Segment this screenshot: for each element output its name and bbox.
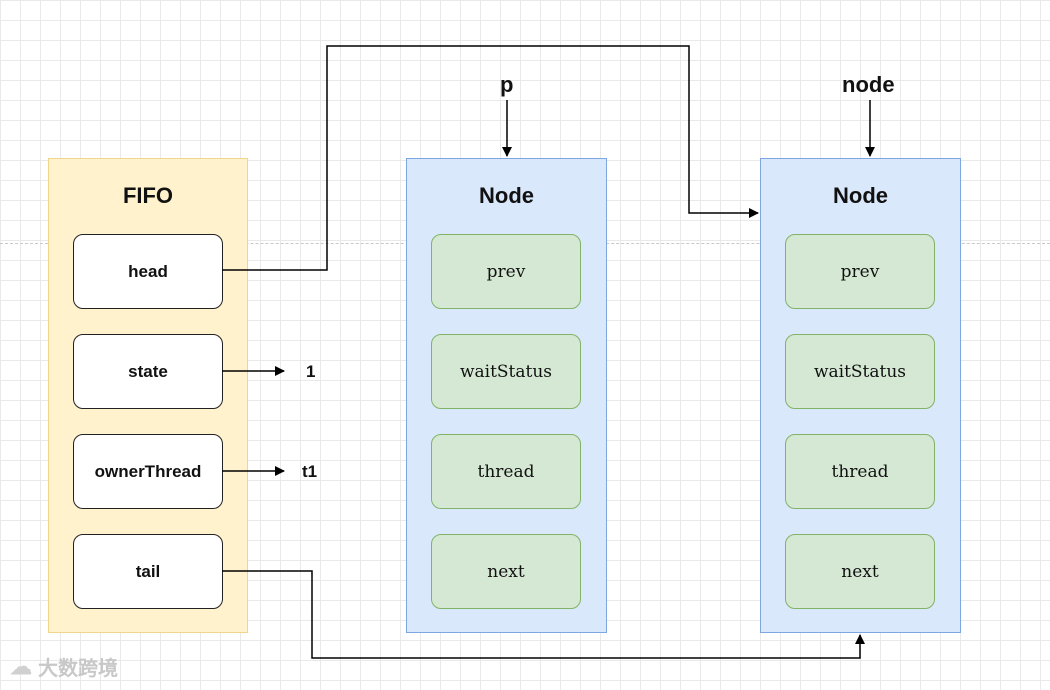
owner-thread-value-label: t1 [302,462,318,481]
node-node-field-next[interactable]: next [785,534,935,609]
node-p-field-prev[interactable]: prev [431,234,581,309]
fifo-field-owner-thread[interactable]: ownerThread [73,434,223,509]
tail-connector [222,570,865,659]
node-node-field-prev[interactable]: prev [785,234,935,309]
fifo-container[interactable]: FIFO head state ownerThread tail [48,158,248,633]
node-p-field-wait-status[interactable]: waitStatus [431,334,581,409]
state-value-label: 1 [306,362,316,381]
node-p-field-next[interactable]: next [431,534,581,609]
watermark-text: 大数跨境 [38,658,118,680]
node-p-title: Node [479,183,534,208]
node-node-field-wait-status[interactable]: waitStatus [785,334,935,409]
watermark: ☁ 大数跨境 [10,652,118,681]
fifo-field-head[interactable]: head [73,234,223,309]
node-node-title: Node [833,183,888,208]
node-node-field-thread[interactable]: thread [785,434,935,509]
pointer-label-node: node [842,72,895,97]
node-node-container[interactable]: Node prev waitStatus thread next [760,158,961,633]
node-p-field-thread[interactable]: thread [431,434,581,509]
node-p-container[interactable]: Node prev waitStatus thread next [406,158,607,633]
cloud-logo-icon: ☁ [10,653,32,679]
fifo-field-tail[interactable]: tail [73,534,223,609]
pointer-label-p: p [500,72,514,97]
head-connector [222,45,759,271]
fifo-title: FIFO [122,183,174,208]
fifo-field-state[interactable]: state [73,334,223,409]
